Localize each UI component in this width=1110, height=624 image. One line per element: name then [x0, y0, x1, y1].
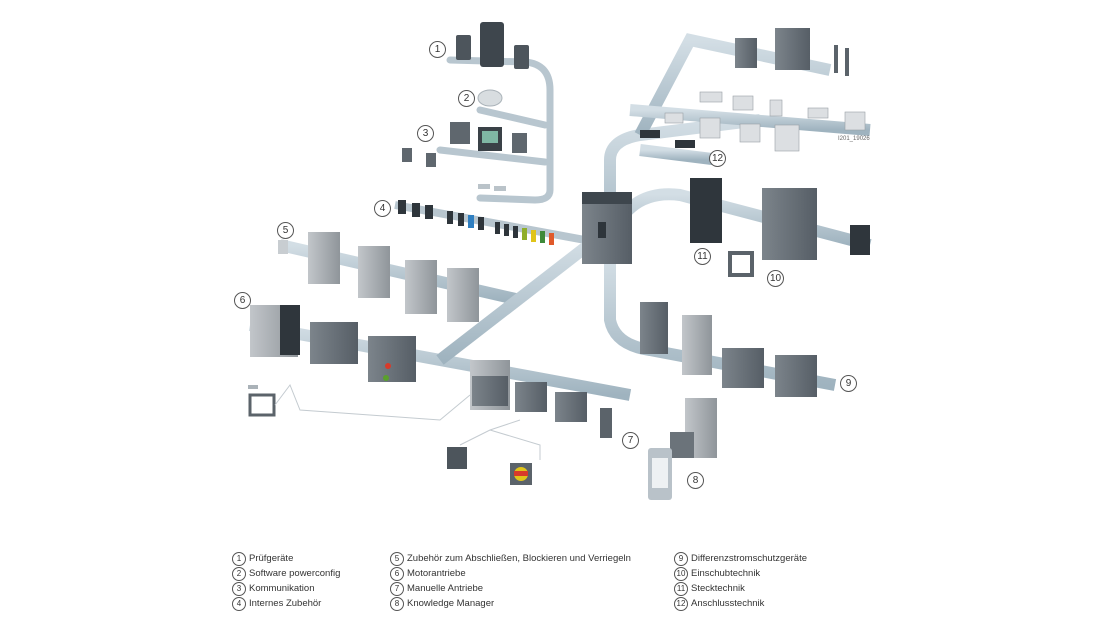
test-devices: [456, 22, 529, 69]
legend-label: Prüfgeräte: [249, 553, 294, 564]
legend-number: 2: [232, 566, 246, 581]
legend-label: Zubehör zum Abschließen, Blockieren und …: [407, 553, 631, 564]
legend-number: 12: [674, 596, 688, 611]
legend-number: 9: [674, 551, 688, 566]
callout-9: 9: [840, 375, 857, 392]
callout-2: 2: [458, 90, 475, 107]
callout-10: 10: [767, 270, 784, 287]
legend-number: 5: [390, 551, 404, 566]
central-circuit-breaker: [582, 192, 632, 264]
legend-label: Knowledge Manager: [407, 598, 495, 609]
callout-7: 7: [622, 432, 639, 449]
image-id: I201_19026: [838, 136, 870, 142]
callout-8: 8: [687, 472, 704, 489]
manual-operators: [447, 360, 612, 485]
legend-number: 8: [390, 596, 404, 611]
legend-number: 3: [232, 581, 246, 596]
callout-11: 11: [694, 248, 711, 265]
callout-12: 12: [709, 150, 726, 167]
legend-label: Stecktechnik: [691, 583, 745, 594]
legend-label: Differenzstromschutzgeräte: [691, 553, 807, 564]
callout-6: 6: [234, 292, 251, 309]
legend-number: 10: [674, 566, 688, 581]
legend-label: Anschlusstechnik: [691, 598, 765, 609]
connection-terminals: [640, 28, 866, 152]
callout-4: 4: [374, 200, 391, 217]
callout-1: 1: [429, 41, 446, 58]
motor-operators: [248, 305, 471, 421]
shelf-structure: [436, 56, 554, 204]
legend-number: 7: [390, 581, 404, 596]
breaker-accessory-diagram: [248, 22, 872, 500]
legend-label: Manuelle Antriebe: [407, 583, 484, 594]
residual-current-devices: [640, 302, 817, 397]
communication-modules: [402, 122, 527, 191]
locking-accessories: [278, 232, 479, 322]
legend-label: Software powerconfig: [249, 568, 341, 579]
internal-accessories: [394, 200, 586, 245]
legend-number: 4: [232, 596, 246, 611]
legend-number: 6: [390, 566, 404, 581]
legend-number: 1: [232, 551, 246, 566]
legend-label: Einschubtechnik: [691, 568, 761, 579]
software-cd: [477, 89, 503, 107]
callout-5: 5: [277, 222, 294, 239]
plug-in-base: [690, 178, 722, 243]
legend-label: Motorantriebe: [407, 568, 466, 579]
callout-3: 3: [417, 125, 434, 142]
withdrawable-unit: [728, 188, 870, 277]
legend-number: 11: [674, 581, 688, 596]
legend-label: Kommunikation: [249, 583, 315, 594]
knowledge-manager: [648, 398, 717, 500]
legend-label: Internes Zubehör: [249, 598, 322, 609]
